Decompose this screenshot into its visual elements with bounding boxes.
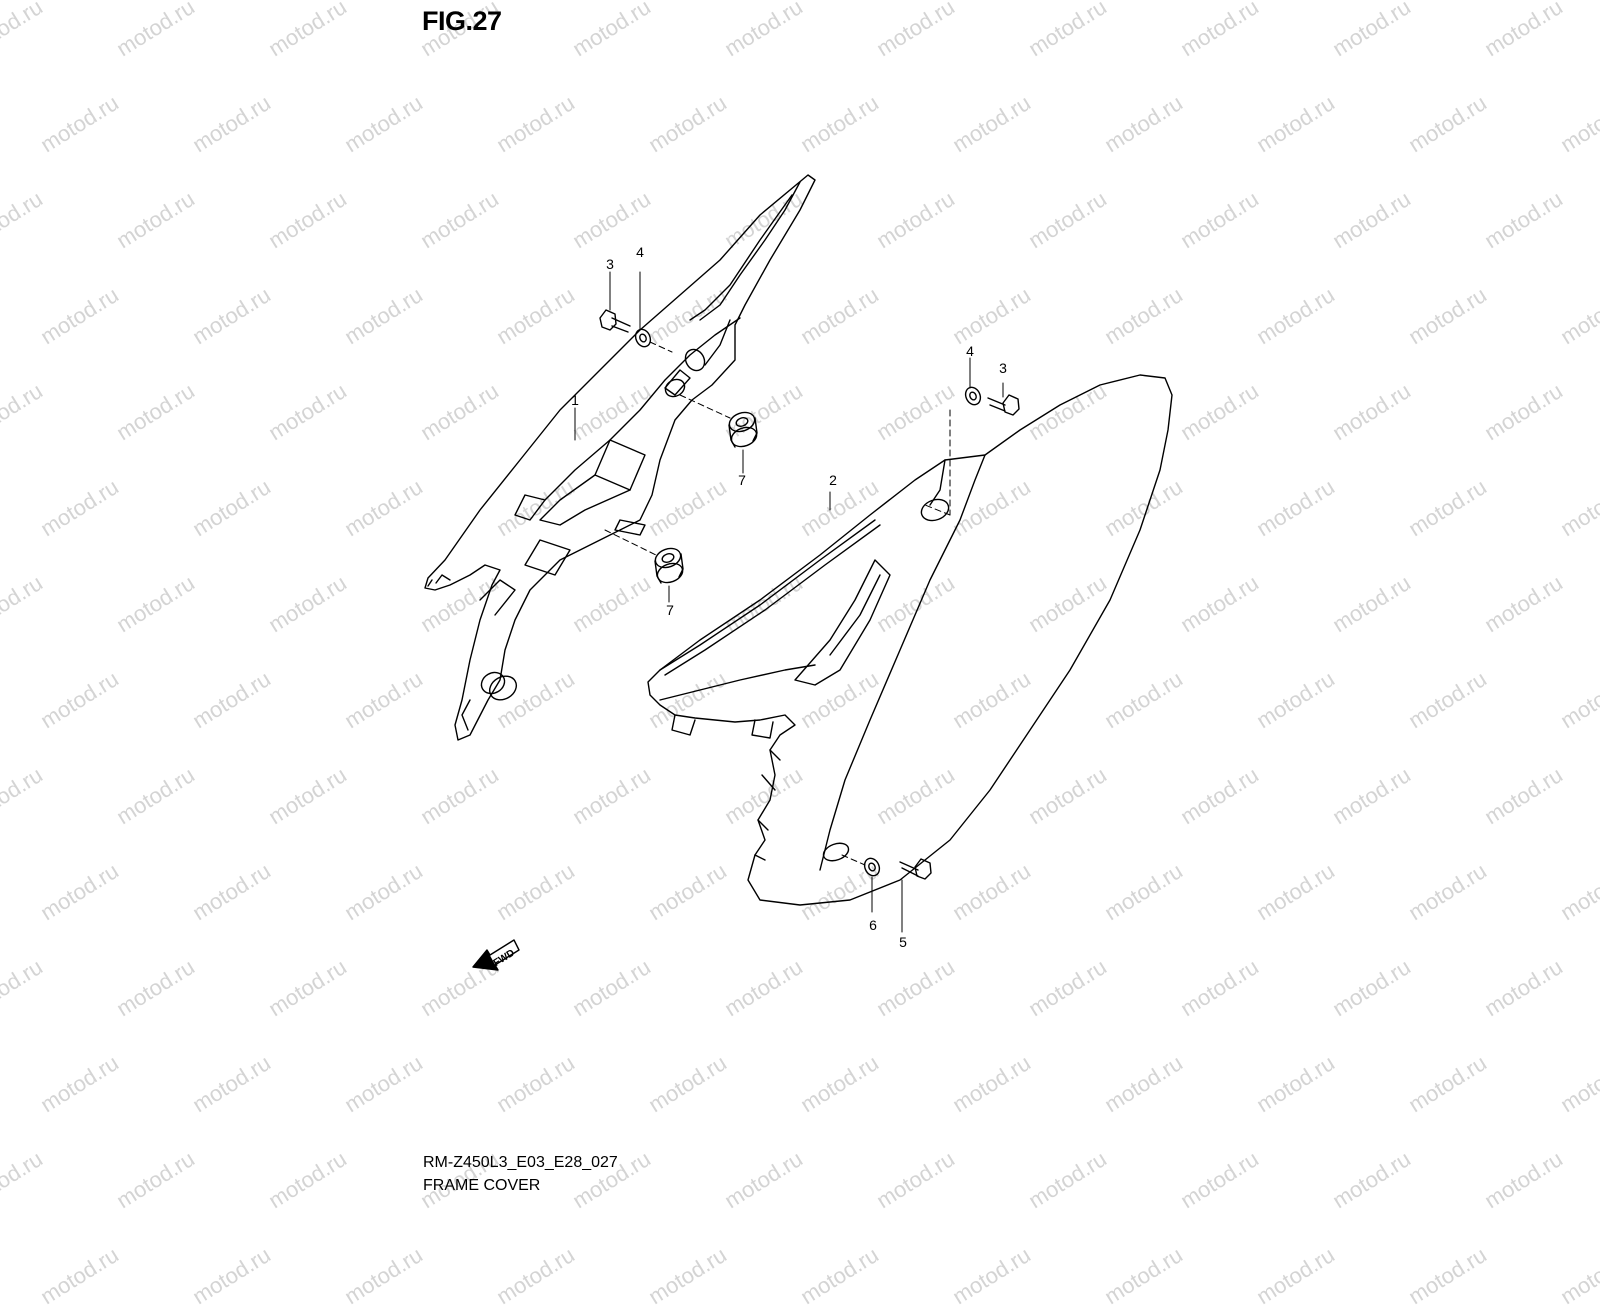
bolt-left-part: [599, 309, 631, 333]
callout-6: 6: [869, 917, 877, 933]
callout-3-right: 3: [999, 360, 1007, 376]
watermark-text: motod.ru: [1252, 1241, 1339, 1310]
forward-direction-marker: FWD: [472, 939, 520, 971]
callout-4-left: 4: [636, 244, 644, 260]
callout-5: 5: [899, 934, 907, 950]
watermark-text: motod.ru: [36, 1241, 123, 1310]
washer-right-top-part: [964, 386, 982, 406]
figure-title: FIG.27: [422, 6, 502, 36]
watermark-text: motod.ru: [492, 1241, 579, 1310]
watermark-text: motod.ru: [1556, 1241, 1600, 1310]
bolt-right-bottom-part: [899, 858, 932, 880]
frame-cover-left-part: [424, 174, 816, 741]
spacer-upper-part: [728, 411, 758, 448]
watermark-text: motod.ru: [1100, 1241, 1187, 1310]
callout-7-lower: 7: [666, 602, 674, 618]
bolt-right-top-part: [987, 394, 1020, 416]
parts-diagram: FWD 3 4 1 7 7 4 3 2 6 5: [424, 174, 1173, 971]
watermark-text: motod.ru: [796, 1241, 883, 1310]
watermark-text: motod.ru: [1404, 1241, 1491, 1310]
callout-3-left: 3: [606, 256, 614, 272]
washer-right-bottom-part: [863, 857, 881, 877]
figure-name: FRAME COVER: [423, 1177, 541, 1194]
watermark-text: motod.ru: [948, 1241, 1035, 1310]
leader-lines: [574, 271, 1004, 933]
callout-7-upper: 7: [738, 472, 746, 488]
frame-cover-right-part: [647, 374, 1173, 906]
washer-left-part: [634, 328, 652, 348]
watermark-text: motod.ru: [188, 1241, 275, 1310]
watermark-text: motod.ru: [340, 1241, 427, 1310]
spacer-lower-part: [654, 547, 684, 584]
callout-4-right: 4: [966, 343, 974, 359]
callout-1: 1: [571, 392, 579, 408]
watermark-text: motod.ru: [644, 1241, 731, 1310]
callout-2: 2: [829, 472, 837, 488]
figure-code: RM-Z450L3_E03_E28_027: [423, 1154, 618, 1171]
